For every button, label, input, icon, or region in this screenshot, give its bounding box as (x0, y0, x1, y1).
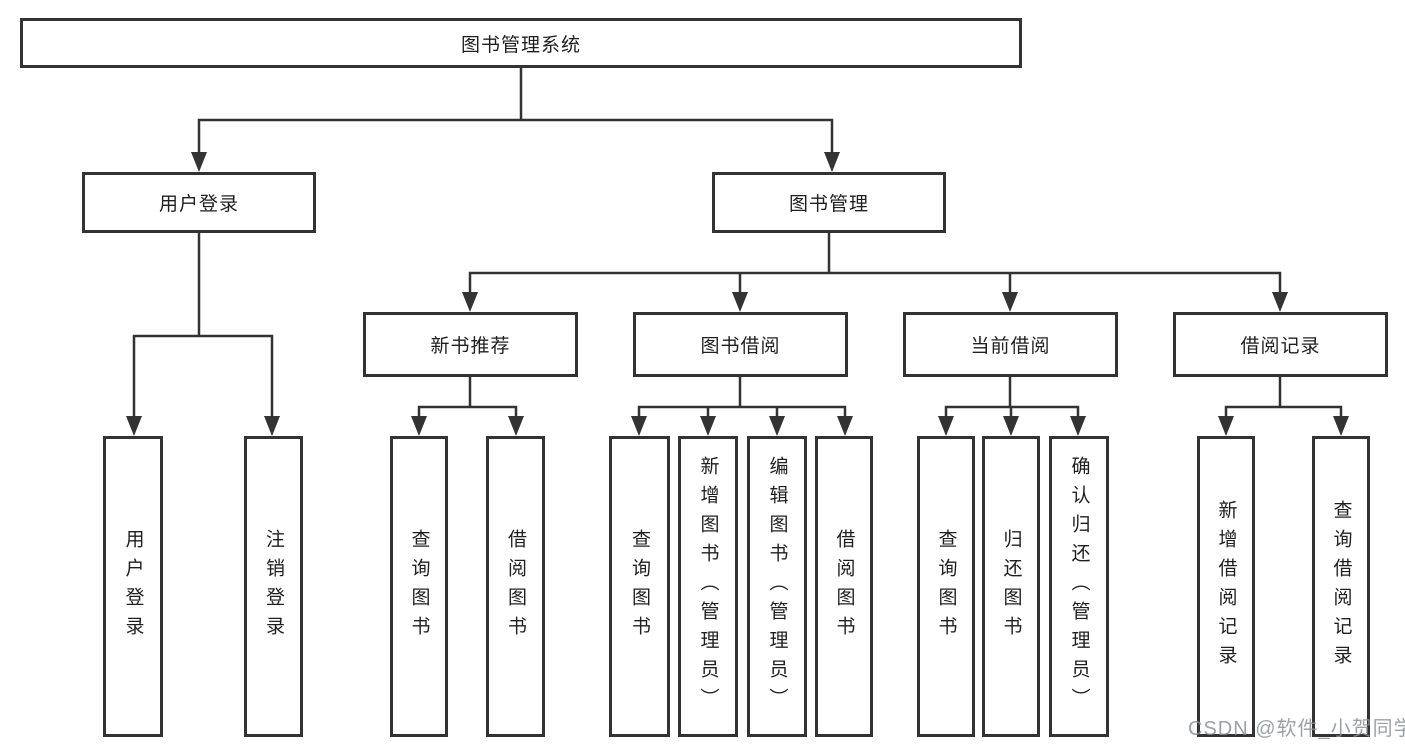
node-label: 新增图书（管理员） (697, 456, 719, 717)
leaf-borrow-books-recommend: 借阅图书 (486, 436, 545, 737)
leaf-return-books: 归还图书 (982, 436, 1040, 737)
node-borrowing-records: 借阅记录 (1173, 312, 1388, 377)
node-current-borrowing: 当前借阅 (903, 312, 1118, 377)
node-label: 图书借阅 (700, 336, 781, 357)
node-label: 查询图书 (408, 528, 430, 645)
node-label: 借阅图书 (833, 528, 855, 645)
node-label: 编辑图书（管理员） (766, 456, 788, 717)
node-book-borrowing: 图书借阅 (633, 312, 848, 377)
node-label: 确认归还（管理员） (1068, 456, 1090, 717)
leaf-edit-books-admin: 编辑图书（管理员） (747, 436, 807, 737)
node-label: 查询图书 (629, 528, 650, 645)
node-label: 新增借阅记录 (1215, 499, 1237, 674)
node-root-library-system: 图书管理系统 (20, 18, 1022, 68)
leaf-borrow-books: 借阅图书 (815, 436, 873, 737)
node-label: 用户登录 (158, 194, 239, 215)
leaf-query-books-current: 查询图书 (917, 436, 975, 737)
node-book-management: 图书管理 (712, 172, 946, 233)
leaf-add-books-admin: 新增图书（管理员） (678, 436, 738, 737)
node-label: 当前借阅 (970, 336, 1051, 357)
leaf-logout: 注销登录 (244, 436, 303, 737)
node-label: 用户登录 (122, 528, 144, 645)
csdn-watermark: CSDN @软件_小贺同学 (1188, 718, 1405, 740)
leaf-query-books-recommend: 查询图书 (390, 436, 448, 737)
leaf-query-books-borrowing: 查询图书 (609, 436, 670, 737)
node-label: 查询图书 (935, 528, 957, 645)
node-new-book-recommend: 新书推荐 (363, 312, 578, 377)
leaf-query-borrow-record: 查询借阅记录 (1312, 436, 1370, 737)
node-label: 查询借阅记录 (1330, 499, 1352, 674)
node-label: 图书管理 (788, 194, 869, 215)
node-label: 归还图书 (1000, 528, 1022, 645)
node-label: 借阅记录 (1240, 336, 1321, 357)
leaf-confirm-return-admin: 确认归还（管理员） (1049, 436, 1109, 737)
node-label: 借阅图书 (505, 528, 526, 645)
node-label: 图书管理系统 (460, 34, 581, 56)
arrowheads (126, 152, 1349, 436)
leaf-add-borrow-record: 新增借阅记录 (1197, 436, 1255, 737)
node-user-login: 用户登录 (82, 172, 316, 233)
leaf-user-login: 用户登录 (103, 436, 163, 737)
node-label: 新书推荐 (430, 336, 511, 357)
node-label: 注销登录 (263, 528, 284, 645)
